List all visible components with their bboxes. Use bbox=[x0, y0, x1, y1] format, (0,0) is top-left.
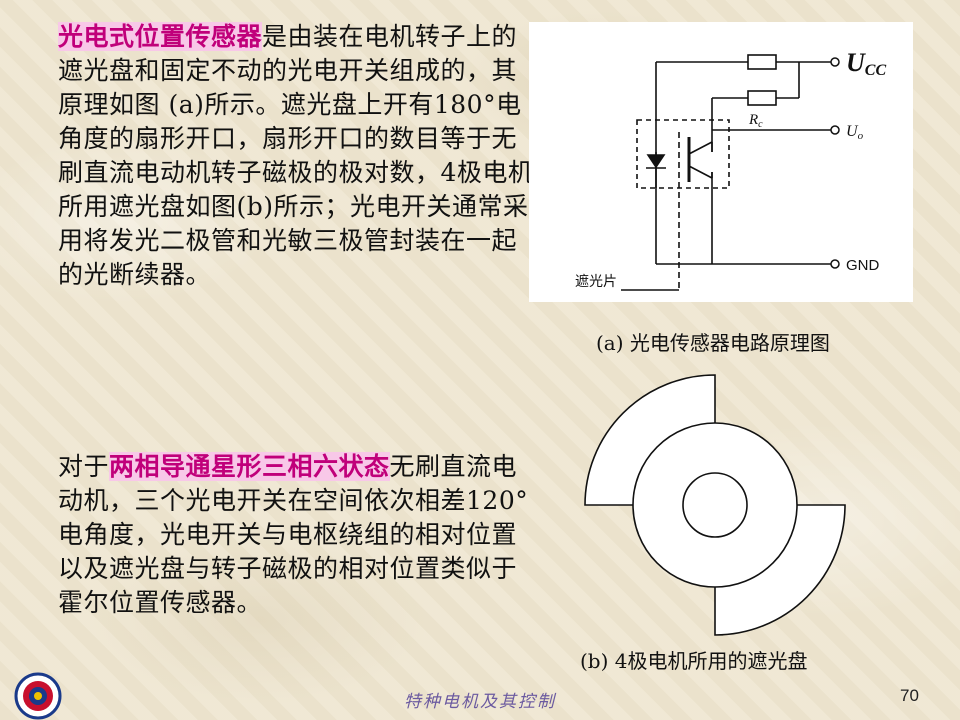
paragraph-1-text: 是由装在电机转子上的遮光盘和固定不动的光电开关组成的，其原理如图 (a)所示。遮… bbox=[58, 22, 534, 289]
optocoupler-box bbox=[636, 119, 730, 189]
shade-label: 遮光片 bbox=[575, 274, 617, 290]
page-number: 70 bbox=[900, 686, 919, 705]
caption-b: (b) 4极电机所用的遮光盘 bbox=[580, 649, 808, 673]
gnd-label: GND bbox=[846, 257, 880, 274]
caption-a: (a) 光电传感器电路原理图 bbox=[596, 331, 830, 355]
highlight-term-1: 光电式位置传感器 bbox=[58, 22, 263, 51]
highlight-term-2: 两相导通星形三相六状态 bbox=[109, 452, 390, 481]
circuit-diagram: UCC Rc Uo GND 遮光片 bbox=[529, 22, 913, 302]
circuit-svg: UCC Rc Uo GND 遮光片 bbox=[575, 48, 886, 291]
paragraph-1: 光电式位置传感器是由装在电机转子上的遮光盘和固定不动的光电开关组成的，其原理如图… bbox=[58, 20, 536, 292]
shading-disc bbox=[584, 374, 846, 636]
course-logo bbox=[14, 672, 62, 720]
paragraph-2: 对于两相导通星形三相六状态无刷直流电动机，三个光电开关在空间依次相差120°电角… bbox=[58, 450, 536, 620]
disc-hub bbox=[682, 472, 748, 538]
footer-course-title: 特种电机及其控制 bbox=[404, 692, 556, 712]
ucc-label: UCC bbox=[846, 48, 886, 79]
uo-label: Uo bbox=[846, 123, 864, 142]
resistor-rc bbox=[747, 90, 777, 106]
paragraph-2-text: 无刷直流电动机，三个光电开关在空间依次相差120°电角度，光电开关与电枢绕组的相… bbox=[58, 452, 529, 617]
paragraph-2-prefix: 对于 bbox=[58, 452, 110, 481]
rc-label: Rc bbox=[748, 112, 763, 130]
resistor-1 bbox=[747, 54, 777, 70]
